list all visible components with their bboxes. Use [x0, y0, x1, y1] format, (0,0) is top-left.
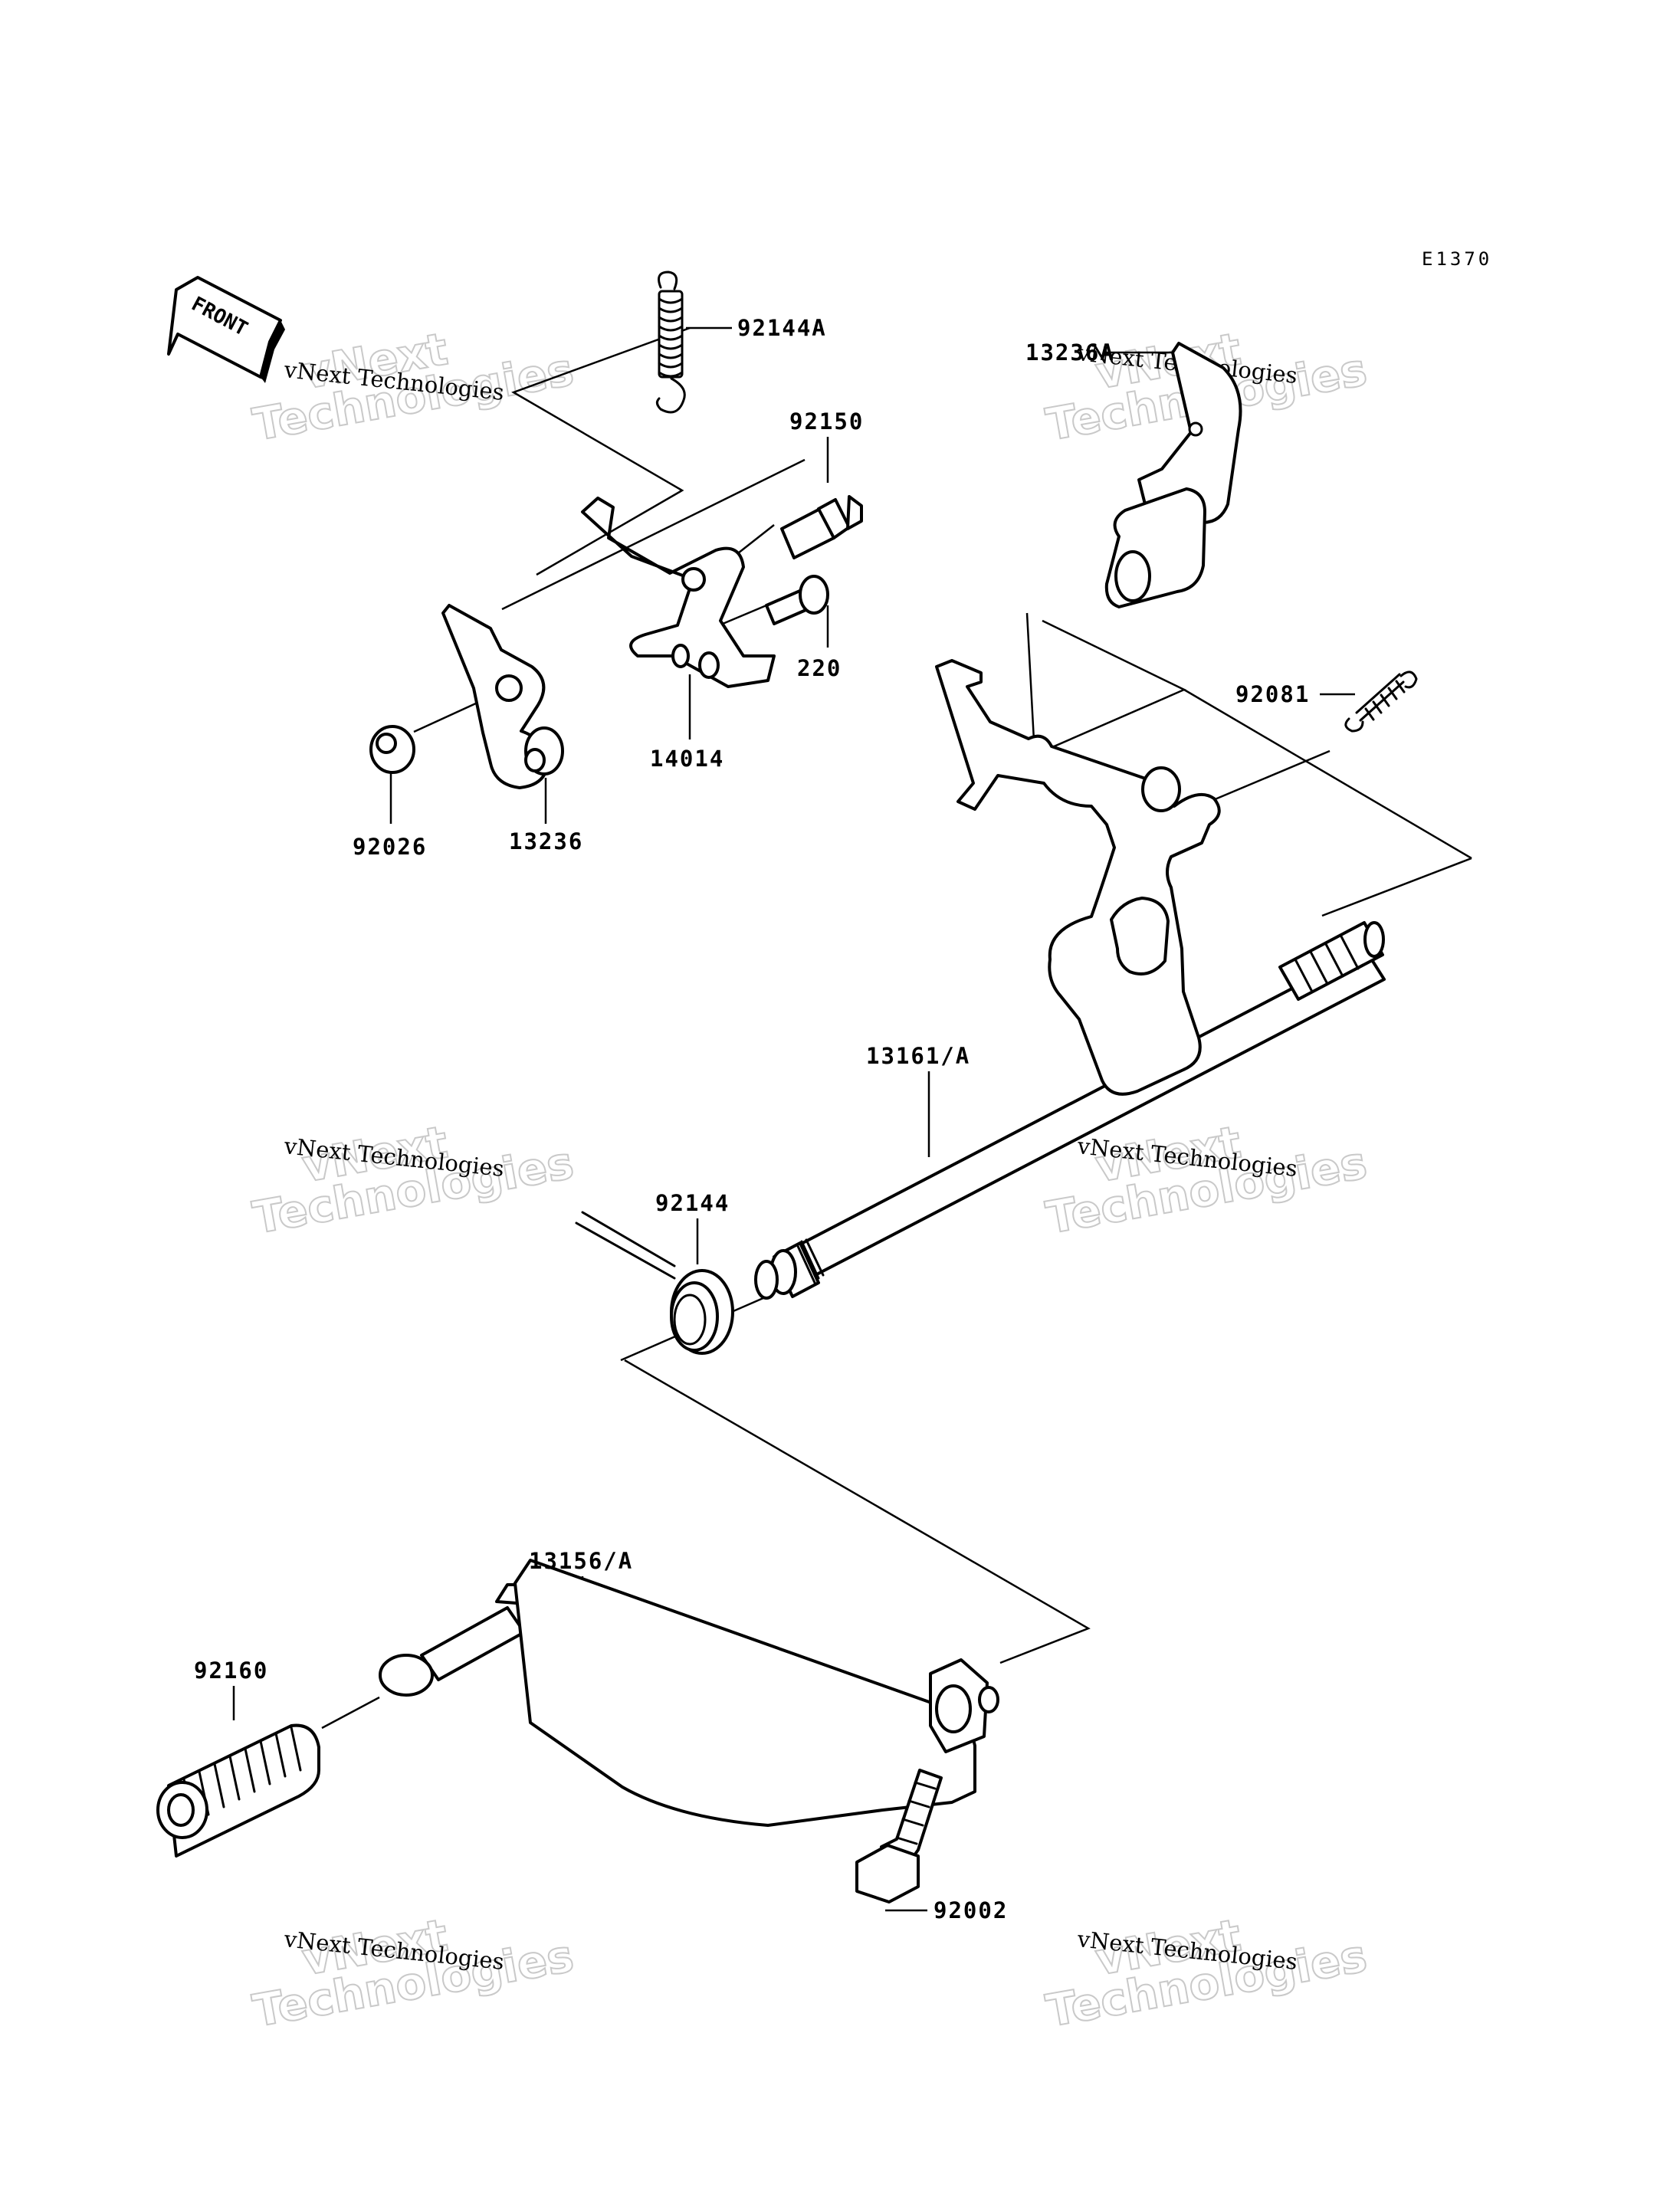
part-label: 220 — [797, 655, 842, 681]
part-92160-rubber — [156, 1723, 320, 1858]
diagram-code: E1370 — [1422, 248, 1492, 270]
part-label: 13236 — [509, 828, 583, 854]
part-label: 13236A — [1025, 339, 1115, 366]
part-92144A-spring — [655, 271, 686, 414]
part-13236-pawl — [441, 604, 564, 789]
part-label: 13161/A — [866, 1043, 970, 1069]
part-92081-spring — [1344, 671, 1418, 733]
part-92144-return-spring — [575, 1211, 734, 1355]
part-13161A-shaft — [754, 659, 1386, 1300]
part-220-bolt — [765, 575, 829, 625]
part-label: 14014 — [650, 746, 724, 772]
part-92026-washer — [369, 725, 415, 774]
part-13156A-pedal — [379, 1559, 999, 1827]
part-label: 92026 — [353, 834, 427, 860]
part-labels: 92144A 92150 220 14014 92026 13236 13236… — [194, 315, 1310, 1923]
part-92002-bolt — [855, 1769, 943, 1904]
part-label: 92150 — [789, 408, 864, 434]
part-92150-bolt — [780, 495, 863, 559]
part-label: 92002 — [934, 1897, 1008, 1923]
part-label: 92081 — [1235, 681, 1310, 707]
part-label: 13156/A — [529, 1548, 633, 1574]
part-label: 92144A — [737, 315, 827, 341]
watermark: vNext Technologies — [248, 1115, 578, 1244]
part-13236A-shift-arm — [1104, 342, 1242, 608]
part-label: 92160 — [194, 1658, 268, 1684]
part-label: 92144 — [655, 1190, 730, 1216]
part-14014-plate — [581, 497, 776, 688]
front-arrow-icon: FRONT — [167, 276, 285, 383]
